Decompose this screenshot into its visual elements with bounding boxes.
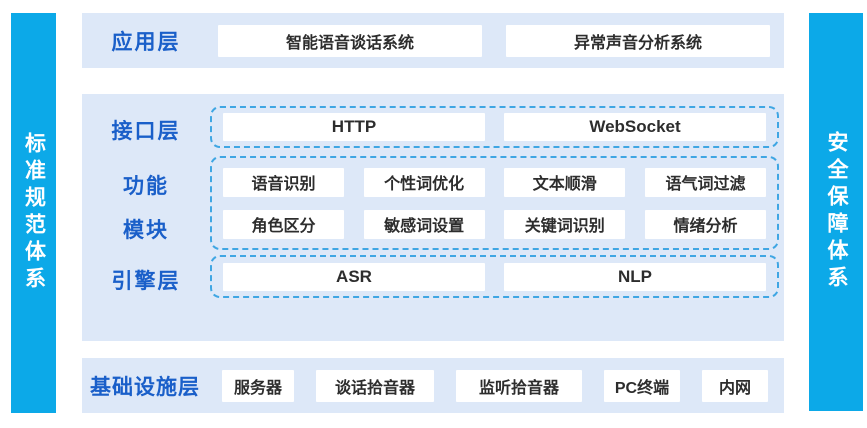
infrastructure-layer-panel: 基础设施层 服务器 谈话拾音器 监听拾音器 PC终端 内网 [82,358,784,413]
engine-layer-label: 引擎层 [111,270,181,293]
function-module-row2: 角色区分 敏感词设置 关键词识别 情绪分析 [223,209,766,239]
interface-box: HTTP [223,113,485,141]
interface-box: WebSocket [504,113,766,141]
function-box: 语气词过滤 [644,167,766,197]
interface-layer-label: 接口层 [111,120,181,143]
infra-box: 谈话拾音器 [316,369,434,402]
infra-box: 服务器 [222,369,294,402]
function-module-label-line2: 模块 [123,219,169,242]
function-box: 情绪分析 [644,209,766,239]
engine-box: NLP [504,262,766,291]
app-system-box: 异常声音分析系统 [506,24,770,57]
function-module-group: 语音识别 个性词优化 文本顺滑 语气词过滤 角色区分 敏感词设置 关键词识别 情… [210,156,779,250]
infra-box: 监听拾音器 [456,369,582,402]
application-layer-items: 智能语音谈话系统 异常声音分析系统 [218,24,770,57]
function-box: 个性词优化 [363,167,485,197]
function-box: 敏感词设置 [363,209,485,239]
middle-layers-panel: 接口层 功能 模块 引擎层 HTTP WebSocket 语音识别 个性词优化 … [82,94,784,341]
infra-box: 内网 [702,369,768,402]
function-box: 文本顺滑 [504,167,626,197]
infra-box: PC终端 [604,369,680,402]
application-layer-panel: 应用层 智能语音谈话系统 异常声音分析系统 [82,13,784,68]
infrastructure-layer-items: 服务器 谈话拾音器 监听拾音器 PC终端 内网 [222,369,768,402]
security-system-label: 安全保障体系 [825,131,848,293]
standards-system-label: 标准规范体系 [22,132,46,294]
function-box: 关键词识别 [504,209,626,239]
app-system-box: 智能语音谈话系统 [218,24,482,57]
security-system-bar: 安全保障体系 [809,13,863,411]
function-module-row1: 语音识别 个性词优化 文本顺滑 语气词过滤 [223,167,766,197]
function-module-label-line1: 功能 [123,175,169,198]
interface-layer-group: HTTP WebSocket [210,106,779,148]
standards-system-bar: 标准规范体系 [11,13,56,413]
function-box: 角色区分 [223,209,344,239]
infrastructure-layer-label: 基础设施层 [90,375,200,399]
engine-layer-group: ASR NLP [210,255,779,298]
application-layer-label: 应用层 [111,30,181,54]
engine-box: ASR [223,262,485,291]
function-box: 语音识别 [223,167,344,197]
